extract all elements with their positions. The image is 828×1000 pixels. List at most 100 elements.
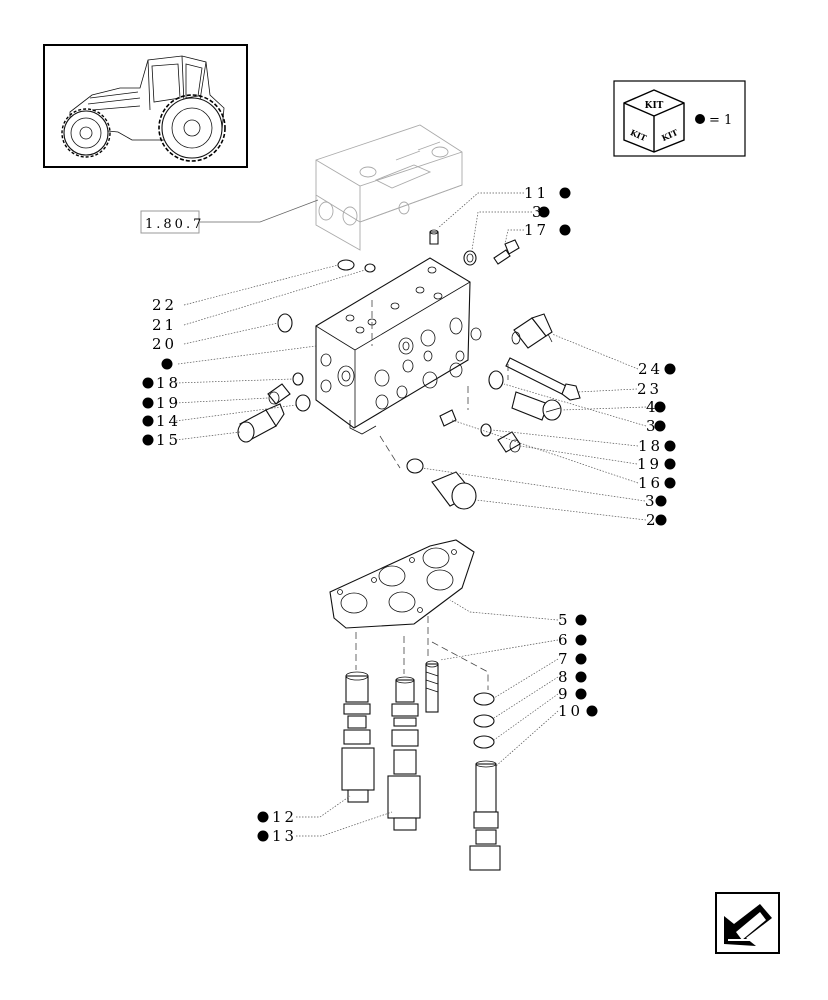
- callout-12[interactable]: 12: [257, 808, 298, 826]
- kit-dot-icon: [559, 187, 571, 199]
- callout-12-text: 12: [272, 808, 297, 826]
- kit-dot-icon: [142, 397, 154, 409]
- callout-21[interactable]: 21: [152, 316, 177, 334]
- callout-4[interactable]: 4: [646, 398, 666, 416]
- kit-dot-icon: [654, 420, 666, 432]
- callout-14-text: 14: [156, 412, 181, 430]
- callout-dot-block[interactable]: [161, 358, 173, 370]
- callout-21-text: 21: [152, 316, 177, 334]
- callout-16[interactable]: 16: [638, 474, 676, 492]
- callout-8[interactable]: 8: [558, 668, 587, 686]
- callout-19b[interactable]: 19: [637, 455, 676, 473]
- kit-dot-icon: [142, 377, 154, 389]
- kit-cube-icon: KIT KIT KIT: [623, 89, 685, 153]
- block-fittings: [237, 229, 581, 510]
- spool-13: [387, 676, 421, 831]
- kit-dot-icon: [257, 830, 269, 842]
- kit-dot-icon: [654, 401, 666, 413]
- callout-23-text: 23: [637, 380, 662, 398]
- callout-20-text: 20: [152, 335, 177, 353]
- kit-dot-icon: [695, 114, 705, 124]
- callout-2[interactable]: 2: [646, 511, 667, 529]
- reference-label: 1.80.7: [145, 217, 204, 232]
- kit-legend: KIT KIT KIT = 1: [613, 80, 746, 157]
- callout-19a[interactable]: 19: [142, 394, 182, 412]
- kit-dot-icon: [575, 653, 587, 665]
- callout-19b-text: 19: [637, 455, 662, 473]
- callout-22-text: 22: [152, 296, 177, 314]
- callout-8-text: 8: [558, 668, 571, 686]
- callout-7[interactable]: 7: [558, 650, 587, 668]
- callout-5[interactable]: 5: [558, 611, 587, 629]
- back-arrow-icon: [724, 904, 772, 946]
- callout-18b[interactable]: 18: [638, 437, 676, 455]
- assembly-axes: [355, 300, 509, 690]
- kit-equals-text: = 1: [709, 113, 732, 128]
- kit-dot-icon: [142, 434, 154, 446]
- callout-15-text: 15: [156, 431, 181, 449]
- leader-lines: [175, 192, 647, 837]
- kit-dot-icon: [664, 477, 676, 489]
- callout-5-text: 5: [558, 611, 571, 629]
- callout-9[interactable]: 9: [558, 685, 587, 703]
- o-rings-7-9: [473, 692, 495, 749]
- kit-dot-icon: [142, 415, 154, 427]
- callout-13-text: 13: [272, 827, 297, 845]
- callout-3a[interactable]: 3: [532, 203, 550, 221]
- callout-17-text: 17: [524, 221, 549, 239]
- kit-dot-icon: [161, 358, 173, 370]
- callout-7-text: 7: [558, 650, 571, 668]
- callout-18b-text: 18: [638, 437, 663, 455]
- callout-17[interactable]: 17: [524, 221, 571, 239]
- kit-dot-icon: [664, 440, 676, 452]
- callout-3c-text: 3: [645, 492, 658, 510]
- callout-3c[interactable]: 3: [645, 492, 667, 510]
- gasket-plate: [329, 539, 475, 629]
- callout-18a-text: 18: [156, 374, 181, 392]
- kit-dot-icon: [664, 363, 676, 375]
- kit-dot-icon: [538, 206, 550, 218]
- kit-cube-top-text: KIT: [645, 101, 664, 111]
- callout-2-text: 2: [646, 511, 659, 529]
- reference-label-box[interactable]: 1.80.7: [140, 199, 319, 234]
- callout-20[interactable]: 20: [152, 335, 177, 353]
- callout-3b[interactable]: 3: [646, 417, 666, 435]
- callout-19a-text: 19: [156, 394, 181, 412]
- callout-9-text: 9: [558, 685, 571, 703]
- callout-16-text: 16: [638, 474, 663, 492]
- callout-11-text: 11: [524, 184, 549, 202]
- kit-dot-icon: [575, 671, 587, 683]
- kit-dot-icon: [586, 705, 598, 717]
- kit-dot-icon: [575, 614, 587, 626]
- callout-11[interactable]: 11: [524, 184, 571, 202]
- callout-18a[interactable]: 18: [142, 374, 182, 392]
- callout-23[interactable]: 23: [637, 380, 662, 398]
- callout-4-text: 4: [646, 398, 659, 416]
- callout-15[interactable]: 15: [142, 431, 182, 449]
- kit-dot-icon: [257, 811, 269, 823]
- kit-dot-icon: [655, 495, 667, 507]
- callout-22[interactable]: 22: [152, 296, 177, 314]
- main-valve-block: [315, 257, 482, 435]
- previous-page-button[interactable]: [715, 892, 780, 954]
- reference-block-ghost: [315, 124, 463, 251]
- callout-6-text: 6: [558, 631, 571, 649]
- kit-dot-icon: [664, 458, 676, 470]
- callout-10[interactable]: 10: [558, 702, 598, 720]
- tractor-thumbnail[interactable]: [43, 44, 248, 168]
- spool-12: [341, 671, 375, 803]
- callout-3b-text: 3: [646, 417, 659, 435]
- callout-13[interactable]: 13: [257, 827, 298, 845]
- kit-dot-icon: [575, 634, 587, 646]
- callout-6[interactable]: 6: [558, 631, 587, 649]
- callout-10-text: 10: [558, 702, 583, 720]
- kit-dot-icon: [575, 688, 587, 700]
- callout-24-text: 24: [638, 360, 663, 378]
- spool-10: [469, 760, 501, 871]
- callout-24[interactable]: 24: [638, 360, 676, 378]
- callout-14[interactable]: 14: [142, 412, 182, 430]
- bolt-6: [425, 660, 439, 713]
- callout-3a-text: 3: [532, 203, 545, 221]
- kit-dot-icon: [559, 224, 571, 236]
